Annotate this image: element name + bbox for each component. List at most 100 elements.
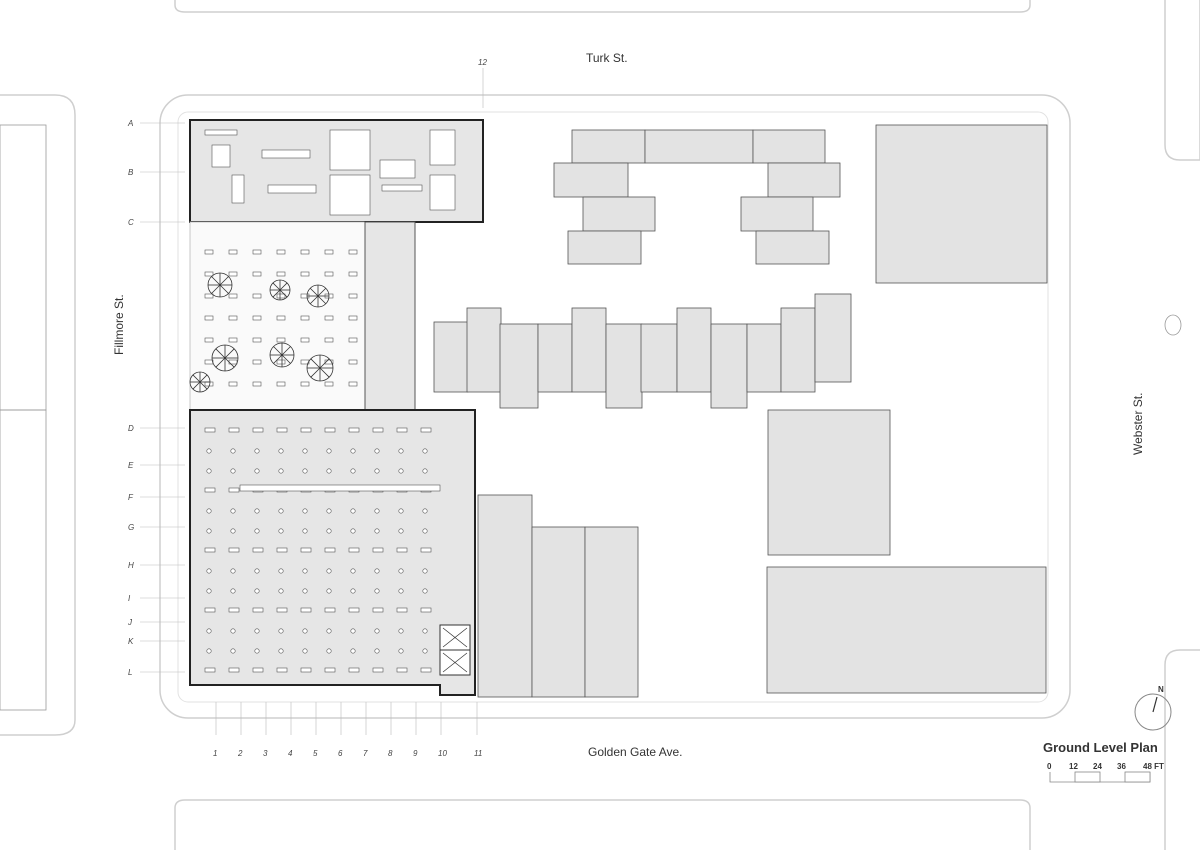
tree-branch	[319, 367, 330, 378]
garden-bench	[276, 271, 286, 277]
table	[204, 427, 216, 433]
garden-bench	[276, 249, 286, 255]
grid-label-row: G	[128, 523, 134, 532]
garden-bench	[300, 271, 310, 277]
grid-label-row: E	[128, 461, 134, 470]
table	[396, 547, 408, 553]
chair	[254, 528, 260, 534]
garden-bench	[348, 249, 358, 255]
chair	[302, 628, 308, 634]
chair	[326, 568, 332, 574]
chair	[398, 648, 404, 654]
chair	[230, 568, 236, 574]
chair	[254, 588, 260, 594]
table	[276, 547, 288, 553]
chair	[206, 528, 212, 534]
chair	[302, 468, 308, 474]
table	[204, 607, 216, 613]
chair	[278, 568, 284, 574]
garden-bench	[252, 315, 262, 321]
chair	[398, 528, 404, 534]
chair	[302, 528, 308, 534]
table	[300, 667, 312, 673]
grid-label-top: 12	[478, 58, 487, 67]
neighbor-building	[571, 307, 607, 393]
garden-bench	[348, 381, 358, 387]
table	[420, 607, 432, 613]
street-west: Fillmore St.	[112, 294, 126, 355]
neighbor-building	[766, 566, 1047, 694]
chair	[398, 588, 404, 594]
neighbor-building	[537, 323, 573, 393]
chair	[350, 628, 356, 634]
chair	[398, 568, 404, 574]
garden-trees	[189, 272, 334, 393]
street-south: Golden Gate Ave.	[588, 745, 683, 759]
tree-branch	[281, 354, 291, 364]
grid-label-row: H	[128, 561, 134, 570]
tree-branch	[272, 282, 281, 291]
table	[420, 547, 432, 553]
neighbor-building	[780, 307, 816, 393]
chair	[254, 568, 260, 574]
scale-tick-label: 0	[1047, 762, 1052, 771]
city-block-outline	[159, 94, 1071, 719]
garden-bench	[228, 337, 238, 343]
garden-bench	[276, 293, 286, 299]
grid-label-column: 2	[237, 749, 243, 758]
table	[324, 607, 336, 613]
chair	[350, 448, 356, 454]
chair	[326, 588, 332, 594]
garden-bench	[252, 359, 262, 365]
neighbor-building	[582, 196, 656, 232]
table	[228, 487, 240, 493]
grid-label-row: C	[128, 218, 134, 227]
garden-bench	[300, 359, 310, 365]
table	[348, 427, 360, 433]
chair	[302, 448, 308, 454]
tree-branch	[281, 346, 291, 356]
table	[300, 427, 312, 433]
table	[348, 607, 360, 613]
chair	[326, 628, 332, 634]
tree-branch	[211, 276, 221, 286]
garden-bench	[228, 315, 238, 321]
chair	[374, 528, 380, 534]
chair	[326, 468, 332, 474]
neighbor-building	[755, 230, 830, 265]
neighbor-building	[746, 323, 782, 393]
garden-bench	[276, 315, 286, 321]
table	[300, 547, 312, 553]
chair	[302, 648, 308, 654]
grid-label-row: B	[128, 168, 134, 177]
table	[372, 547, 384, 553]
library-building	[189, 119, 484, 696]
chair	[350, 528, 356, 534]
garden-bench	[348, 315, 358, 321]
tree-branch	[279, 289, 288, 298]
tree-branch	[219, 276, 229, 286]
tree-branch	[215, 348, 226, 359]
chair	[422, 568, 428, 574]
table	[276, 667, 288, 673]
chair	[230, 628, 236, 634]
tree-branch	[309, 295, 319, 305]
garden-bench	[204, 315, 214, 321]
table	[204, 667, 216, 673]
table	[252, 427, 264, 433]
table	[324, 667, 336, 673]
garden-bench	[228, 381, 238, 387]
chair	[302, 568, 308, 574]
garden-bench	[324, 359, 334, 365]
garden-bench	[348, 337, 358, 343]
table	[228, 547, 240, 553]
table	[372, 667, 384, 673]
tree-branch	[199, 374, 208, 383]
chair	[230, 648, 236, 654]
fixture	[239, 484, 441, 492]
north-arrow-icon	[1134, 693, 1172, 731]
fixture	[381, 184, 423, 192]
chair	[206, 568, 212, 574]
